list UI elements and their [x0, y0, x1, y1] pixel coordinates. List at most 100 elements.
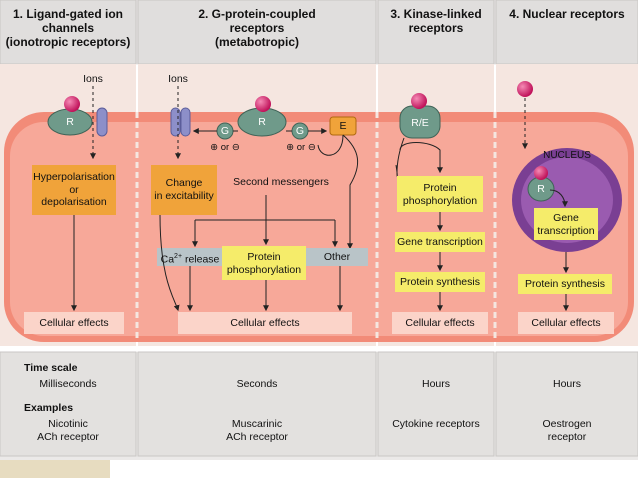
col3-title: 3. Kinase-linked receptors [378, 7, 494, 35]
footer-col2 [137, 351, 377, 457]
gt4-l2: transcription [537, 224, 595, 237]
other-label: Other [323, 251, 351, 263]
re-arrow [399, 142, 443, 174]
col3-title-l1: 3. Kinase-linked [390, 7, 482, 21]
hyper-l3: depolarisation [41, 196, 107, 208]
protein-synthesis-box-col3 [395, 272, 485, 292]
ions-label-2: Ions [168, 73, 188, 85]
ex4-l2: receptor [547, 430, 587, 443]
r-to-gene-arrow [549, 189, 568, 208]
col2-title-l1: 2. G-protein-coupled [198, 7, 316, 21]
ex1-l2: ACh receptor [37, 430, 99, 443]
time-col1: Milliseconds [39, 378, 97, 390]
ion-channel-col1 [96, 107, 108, 137]
ex2-l2: ACh receptor [226, 430, 288, 443]
col1-title-l1: 1. Ligand-gated ion [13, 7, 123, 21]
ion-channel-col2b [180, 107, 191, 137]
ex1-l1: Nicotinic [48, 418, 88, 430]
pp3-l2: phosphorylation [402, 194, 478, 207]
change-l2: in excitability [154, 189, 214, 202]
ion-channel-col2a [170, 107, 181, 137]
example-col2: Muscarinic ACh receptor [138, 418, 376, 443]
gene-transcription-col3: Gene transcription [397, 236, 483, 248]
footer-col4 [495, 351, 638, 457]
col4-title: 4. Nuclear receptors [496, 7, 638, 21]
time-scale-label: Time scale [24, 362, 78, 374]
cellular-effects-3: Cellular effects [405, 317, 475, 329]
plus-minus-1: ⊕ or ⊖ [210, 142, 240, 153]
example-col1: Nicotinic ACh receptor [0, 418, 136, 443]
examples-label: Examples [24, 402, 74, 414]
hyper-l1: Hyperpolarisation [33, 171, 115, 183]
excitability-to-effects [159, 214, 180, 312]
protein-phos-text-col2: Protein phosphorylation [222, 251, 306, 276]
ligand-col2 [255, 96, 271, 112]
example-col4: Oestrogen receptor [496, 418, 638, 443]
second-messengers-label: Second messengers [233, 176, 329, 188]
receptor-r-label-2: R [258, 116, 266, 128]
time-col3: Hours [421, 378, 450, 390]
col2-title-l2: receptors [229, 21, 285, 35]
ca-release-label: Ca2+ release [157, 251, 223, 266]
footer-col1 [0, 351, 137, 457]
receptor-r-label-1: R [66, 116, 74, 128]
pp3-l1: Protein [423, 182, 457, 194]
protein-phos-box-col2 [222, 246, 306, 280]
protein-synthesis-col3: Protein synthesis [400, 276, 480, 288]
ligand-col4 [517, 81, 533, 97]
protein-synthesis-box-col4 [518, 274, 612, 294]
ca-release-box [157, 248, 223, 266]
effector-loop [317, 134, 344, 156]
ex2-l1: Muscarinic [231, 418, 283, 430]
hyper-l2: or [69, 183, 79, 196]
other-box [306, 248, 368, 266]
col1-title-l3: (ionotropic receptors) [5, 35, 131, 49]
gene-transcription-box-col4 [534, 208, 598, 240]
cellular-effects-1: Cellular effects [39, 317, 109, 329]
receptor-r-label-4: R [537, 183, 545, 195]
pp2-l1: Protein [247, 251, 281, 263]
header-col1 [0, 0, 137, 65]
cellular-effects-4: Cellular effects [531, 317, 601, 329]
protein-synthesis-col4: Protein synthesis [525, 278, 605, 290]
cellular-effects-box-col2 [178, 312, 352, 334]
col1-title-l2: channels [41, 21, 95, 35]
pp2-l2: phosphorylation [226, 263, 302, 276]
col2-title: 2. G-protein-coupled receptors (metabotr… [138, 7, 376, 49]
cellular-effects-box-col3 [392, 312, 488, 334]
header-col2 [137, 0, 377, 65]
ligand-bound-col4 [534, 166, 548, 180]
ions-label-1: Ions [83, 73, 103, 85]
corner-paper [0, 460, 110, 478]
effector-to-other [342, 134, 359, 250]
protein-phos-text-col3: Protein phosphorylation [397, 182, 483, 207]
protein-phos-box-col3 [397, 176, 483, 212]
gene-transcription-col4: Gene transcription [534, 212, 598, 237]
change-excitability-box [151, 165, 217, 215]
g-label-1: G [220, 125, 230, 137]
col1-title: 1. Ligand-gated ion channels (ionotropic… [0, 7, 136, 49]
change-text: Change in excitability [151, 177, 217, 202]
ligand-col3 [411, 93, 427, 109]
ca-sup: 2+ [174, 253, 183, 260]
footer-col3 [377, 351, 495, 457]
g-label-2: G [295, 125, 305, 137]
time-col4: Hours [552, 378, 581, 390]
ca-suffix: release [182, 253, 220, 266]
example-col3: Cytokine receptors [392, 418, 480, 430]
hyper-box [32, 165, 116, 215]
time-col2: Seconds [236, 378, 278, 390]
plus-minus-2: ⊕ or ⊖ [286, 142, 316, 153]
cellular-effects-2: Cellular effects [230, 317, 300, 329]
receptor-re-label: R/E [411, 117, 429, 129]
ligand-col1 [64, 96, 80, 112]
effector-e-label: E [339, 120, 347, 132]
change-l1: Change [165, 177, 203, 189]
header-col3 [377, 0, 495, 65]
cellular-effects-box-col1 [24, 312, 124, 334]
gt4-l1: Gene [553, 212, 579, 224]
nucleus-label: NUCLEUS [543, 150, 591, 161]
ex4-l1: Oestrogen [542, 418, 592, 430]
